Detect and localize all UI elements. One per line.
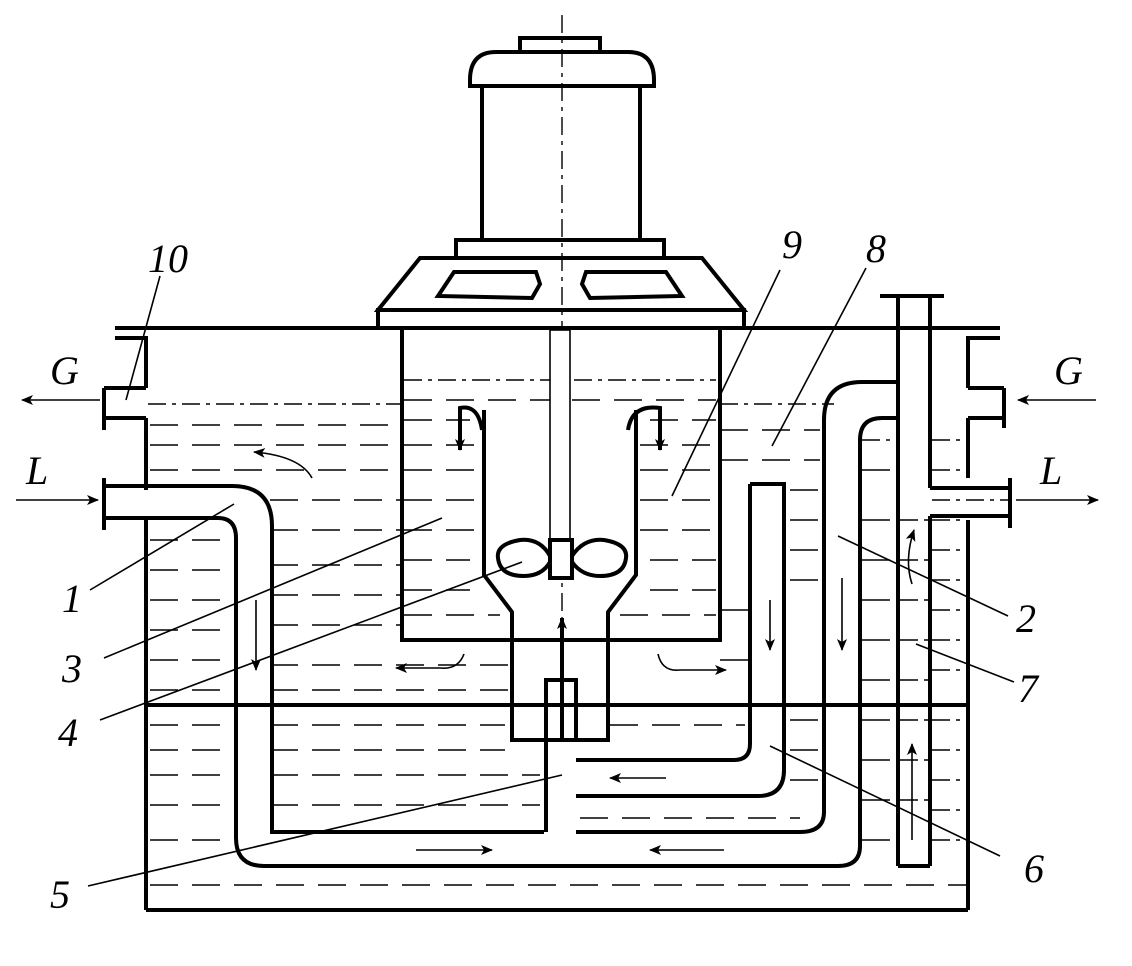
label-8: 8 <box>866 226 886 271</box>
label-gas-out: G <box>50 348 79 393</box>
liquid-hatch-upper-right <box>720 403 966 681</box>
outlet-column-7 <box>880 294 1012 868</box>
liquid-hatch-center <box>404 379 716 616</box>
flow-arrows <box>16 395 1099 855</box>
feed-pipe-left <box>102 416 898 868</box>
label-5: 5 <box>50 872 70 917</box>
label-4: 4 <box>58 710 78 755</box>
label-9: 9 <box>782 222 802 267</box>
label-3: 3 <box>61 646 82 691</box>
motor <box>373 36 749 330</box>
label-2: 2 <box>1016 596 1036 641</box>
label-10: 10 <box>148 236 188 281</box>
label-liquid-out: L <box>1039 448 1062 493</box>
liquid-hatch-lower <box>150 719 966 886</box>
label-liquid-in: L <box>25 448 48 493</box>
shaft-impeller <box>495 15 629 705</box>
label-gas-in: G <box>1054 348 1083 393</box>
liquid-hatch-upper-left <box>148 403 510 691</box>
return-pipe-6 <box>576 482 786 798</box>
gas-outlet-left <box>102 336 148 430</box>
label-6: 6 <box>1024 846 1044 891</box>
leader-lines <box>87 267 1015 887</box>
label-1: 1 <box>62 576 82 621</box>
recirculation-pipe-right <box>576 380 898 834</box>
label-7: 7 <box>1018 666 1040 711</box>
gas-inlet-right <box>966 336 1006 428</box>
labels: 1 2 3 4 5 6 7 8 9 10 G G L L <box>25 222 1083 917</box>
